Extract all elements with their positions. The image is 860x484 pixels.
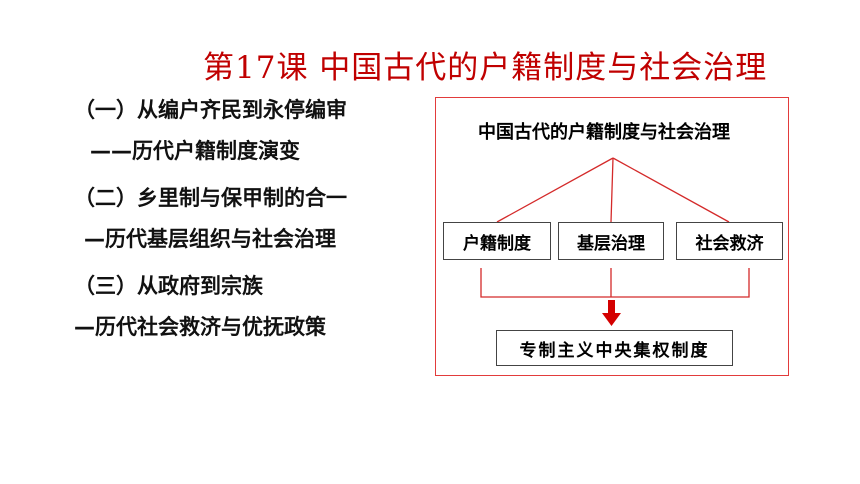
fan-line-left [496,157,614,223]
outline-heading-2: （二）乡里制与保甲制的合一 [74,186,347,210]
outline-heading-3: （三）从政府到宗族 [74,274,263,298]
outline-sub-1: ——历代户籍制度演变 [90,139,300,163]
bracket-line [480,268,750,298]
branch-box-grassroots: 基层治理 [558,222,664,260]
fan-line-center [610,157,614,223]
structure-diagram: 中国古代的户籍制度与社会治理 户籍制度 基层治理 社会救济 专制主义中央集权制度 [435,97,789,376]
arrow-shaft [608,300,615,314]
outline-heading-1: （一）从编户齐民到永停编审 [74,98,347,122]
branch-box-household: 户籍制度 [443,222,551,260]
fan-line-right [612,157,730,223]
arrow-down-icon [602,313,621,326]
outline-list: （一）从编户齐民到永停编审 ——历代户籍制度演变 （二）乡里制与保甲制的合一 —… [74,96,414,342]
diagram-title: 中国古代的户籍制度与社会治理 [478,122,730,143]
result-box: 专制主义中央集权制度 [496,330,733,366]
branch-box-relief: 社会救济 [676,222,783,260]
outline-sub-2: —历代基层组织与社会治理 [84,227,336,251]
outline-sub-3: —历代社会救济与优抚政策 [74,315,326,339]
page-title: 第17课 中国古代的户籍制度与社会治理 [203,50,768,86]
connector-lines [480,157,750,326]
